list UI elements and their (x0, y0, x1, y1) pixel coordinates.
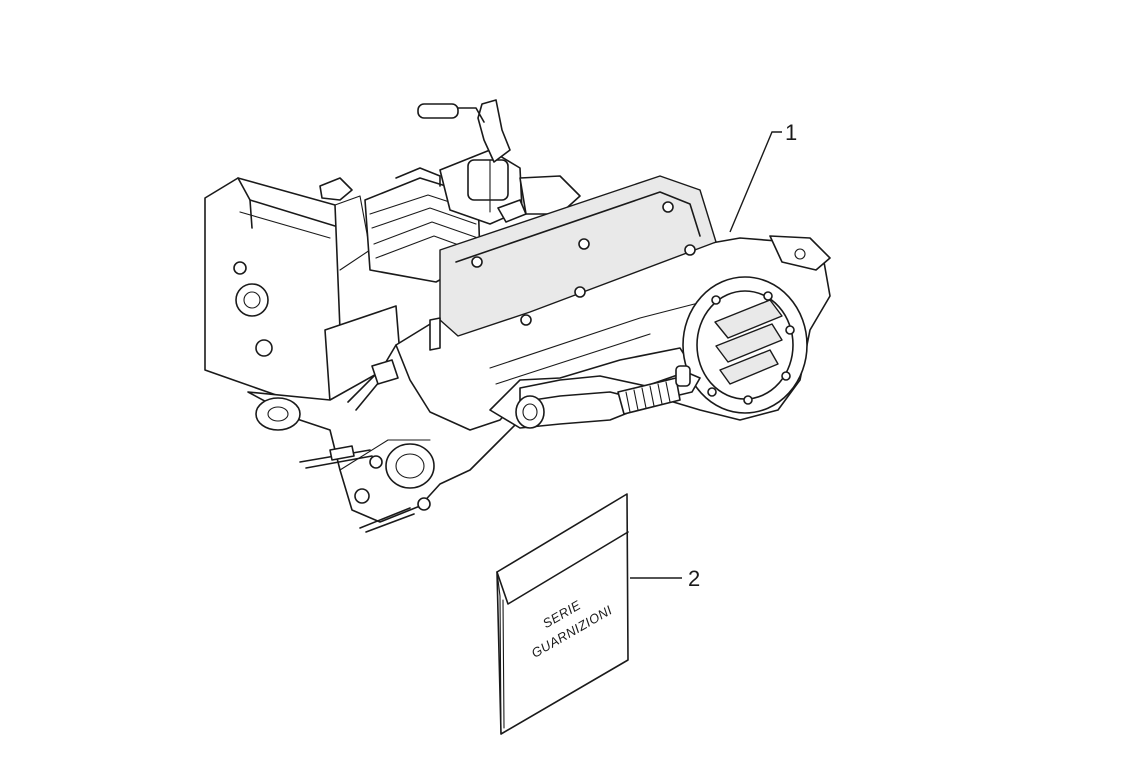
fan-shroud (204, 177, 403, 403)
gasket-kit-envelope: SERIE GUARNIZIONI (496, 493, 629, 735)
variator-cover (682, 235, 831, 414)
wiring-leads (299, 317, 441, 533)
engine-assembly (204, 99, 831, 533)
callout-1-leader (729, 131, 782, 233)
kickstart-lever (515, 365, 701, 429)
callout-2-label: 2 (688, 566, 700, 591)
callout-1-label: 1 (785, 120, 797, 145)
carburettor (417, 99, 581, 225)
